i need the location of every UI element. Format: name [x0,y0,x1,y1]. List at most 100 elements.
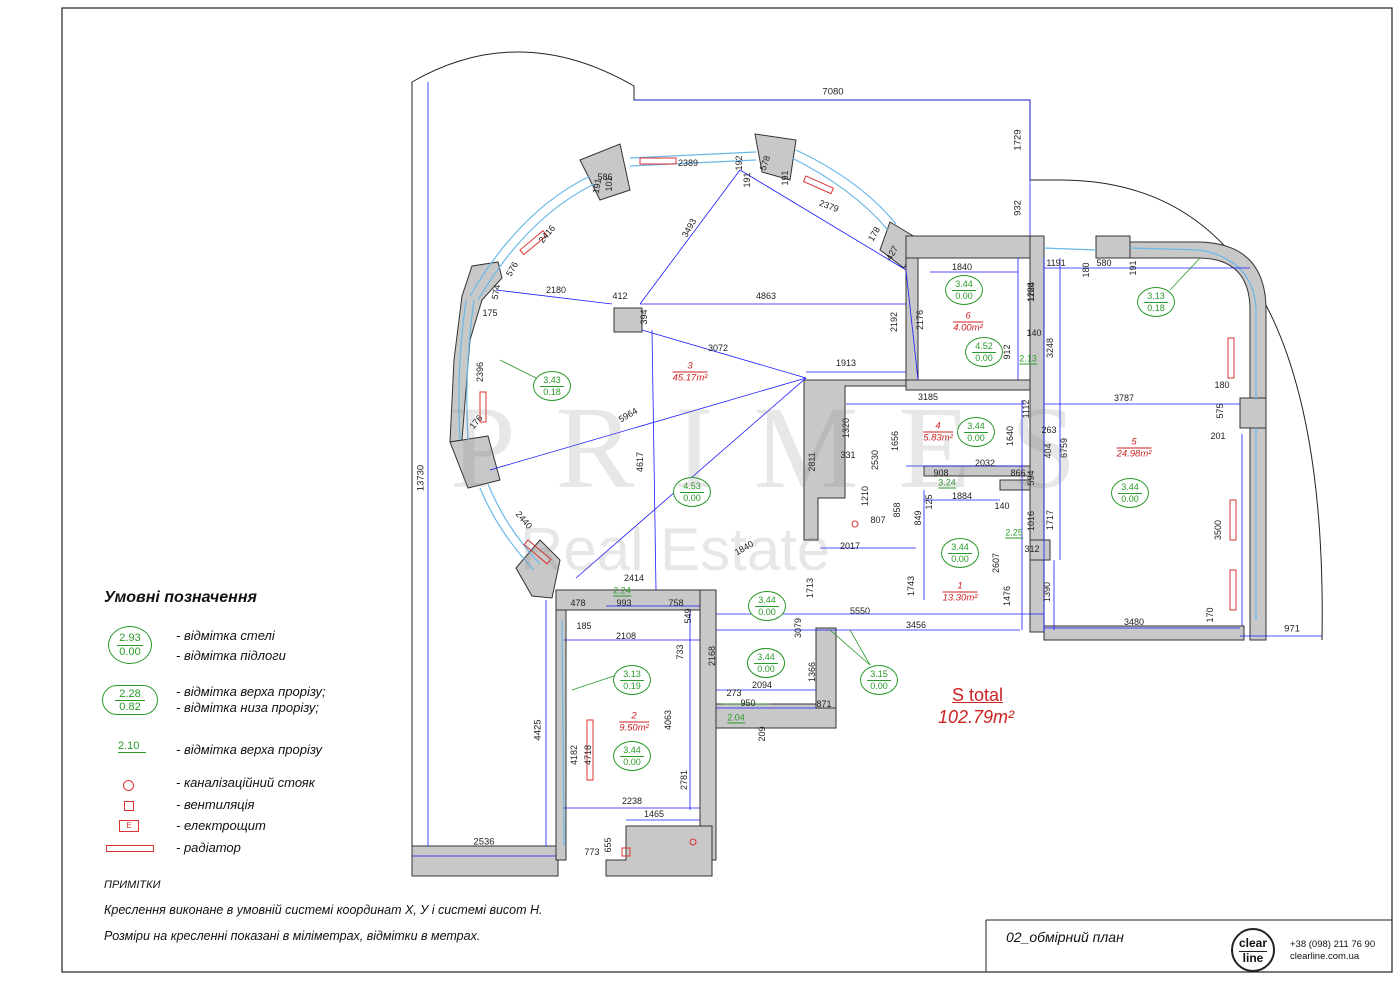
dimension-label: 575 [1215,403,1225,419]
legend-panel-text: - електрощит [176,818,266,833]
dimension-label: 1640 [1005,425,1015,447]
legend-ceiling-top: 2.93 [117,632,143,646]
dimension-label: 1210 [860,485,870,507]
elevation-top: 3.44 [964,421,988,433]
dimension-label: 4617 [635,451,645,473]
elevation-bottom: 0.00 [967,433,985,443]
elevation-bottom: 0.00 [955,291,973,301]
logo-bottom-text: line [1239,951,1267,964]
dimension-label: 2168 [707,645,717,667]
dimension-label: 866 [1010,468,1026,478]
dimension-label: 3185 [917,392,939,402]
dimension-label: 3787 [1113,393,1135,403]
dimension-label: 1884 [951,491,973,501]
dimension-label: 2.13 [1019,353,1037,365]
legend-opening-top-text: - відмітка верха прорізу; [176,684,326,699]
room-area: 4.00m² [953,322,983,334]
legend-sewer-text: - каналізаційний стояк [176,775,315,790]
dimension-label: 2180 [545,285,567,295]
dimension-label: 3.24 [938,477,956,489]
note-2: Розміри на кресленні показані в міліметр… [104,929,481,943]
dimension-label: 2607 [991,552,1001,574]
dimension-label: 1112 [1021,399,1031,419]
dimension-label: 263 [1041,425,1057,435]
dimension-label: 2.24 [613,585,631,597]
legend-floor-text: - відмітка підлоги [176,648,286,663]
dimension-label: 3248 [1045,337,1055,359]
elevation-top: 3.44 [755,595,779,607]
legend-radiator-icon [106,845,154,852]
dimension-label: 4718 [583,744,593,766]
dimension-label: 140 [1026,328,1042,338]
elevation-top: 3.44 [948,542,972,554]
elevation-top: 3.44 [754,652,778,664]
dimension-label: 331 [840,450,856,460]
elevation-bottom: 0.00 [683,493,701,503]
radiators [479,157,1237,781]
elevation-bottom: 0.00 [758,607,776,617]
room-area: 45.17m² [672,372,708,384]
legend-title: Умовні позначення [104,589,257,606]
dimension-label: 5550 [849,606,871,616]
clearline-logo: clear line [1231,928,1275,972]
dimension-label: 478 [570,598,586,608]
sewer-riser [851,520,859,528]
dimension-label: 2176 [915,309,925,331]
dimension-label: 2017 [839,541,861,551]
dimension-label: 2108 [615,631,637,641]
dimension-label: 1656 [890,430,900,452]
dimension-label: 1840 [951,262,973,272]
dimension-label: 758 [668,598,684,608]
dimension-label: 580 [1096,258,1112,268]
room-number: 1 [942,581,978,593]
logo-top-text: clear [1238,936,1268,950]
elevation-top: 4.52 [972,341,996,353]
dimension-label: 858 [892,502,902,518]
dimension-label: 175 [482,308,498,318]
vent [621,847,631,857]
elevation-bottom: 0.00 [1121,494,1139,504]
dimension-label: 4863 [755,291,777,301]
dimension-label: 2238 [621,796,643,806]
dimension-label: 2.04 [727,712,745,724]
dimension-label: 312 [1024,544,1040,554]
elevation-bottom: 0.00 [757,664,775,674]
elevation-top: 3.13 [620,669,644,681]
elevation-top: 4.53 [680,481,704,493]
dimension-label: 950 [740,698,756,708]
contact-phone: +38 (098) 211 76 90 [1290,939,1376,950]
dimension-label: 180 [1081,262,1091,278]
dimension-label: 170 [1205,607,1215,623]
main-dimension-label: 2536 [473,836,495,848]
elevation-bottom: 0.00 [951,554,969,564]
elevation-top: 3.13 [1144,291,1168,303]
balcony-outline [411,51,1323,876]
elevation-bottom: 0.00 [623,757,641,767]
elevation-bottom: 0.18 [543,387,561,397]
total-area-value: 102.79m² [938,707,1015,727]
dimension-label: 549 [683,608,693,624]
dimension-label: 2.25 [1005,527,1023,539]
dimension-label: 2389 [677,158,699,168]
dimension-label: 6759 [1059,437,1069,459]
legend-opening-top: 2.28 [115,688,145,701]
dimension-label: 594 [1026,470,1036,486]
notes-title: ПРИМІТКИ [104,879,161,891]
elevation-bottom: 0.18 [1147,303,1165,313]
legend-opening-top-sample: 2.10 [118,740,146,753]
dimension-label: 3480 [1123,617,1145,627]
dimension-label: 3500 [1213,519,1223,541]
legend-vent-text: - вентиляція [176,797,255,812]
dimension-label: 180 [1214,380,1230,390]
main-dimension-label: 7080 [822,86,844,98]
